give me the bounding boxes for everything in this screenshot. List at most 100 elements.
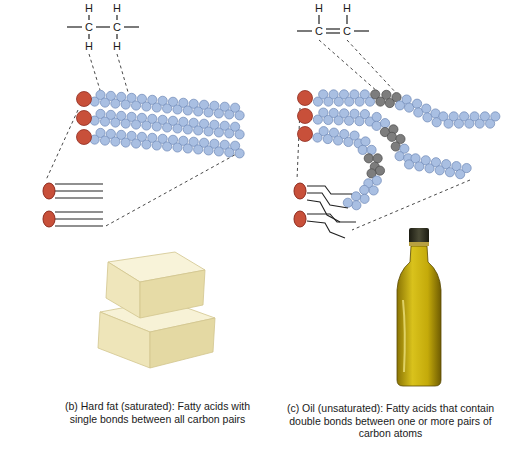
tail-line (55, 225, 103, 226)
head-atom (77, 130, 92, 145)
bond (124, 26, 139, 27)
butter-face (150, 318, 215, 368)
carbon-atom (351, 192, 360, 201)
leader-line (117, 54, 128, 92)
oil-bottle (397, 228, 441, 386)
carbon-atom (462, 163, 471, 172)
bond (346, 15, 347, 24)
bond (297, 30, 312, 31)
double-bond-atom (373, 154, 382, 163)
head-icon (294, 211, 306, 227)
tail-line (307, 221, 345, 238)
head-atom (77, 92, 92, 107)
double-bond-atom (375, 166, 384, 175)
carbon-atom (369, 186, 378, 195)
bond (354, 30, 369, 31)
head-atom (298, 91, 313, 106)
atom-symbol: H (113, 40, 121, 52)
tail-line (55, 183, 103, 184)
double-bond-atom (391, 142, 400, 151)
head-atom (77, 111, 92, 126)
carbon-atom (395, 152, 404, 161)
head-icon (43, 211, 55, 227)
leader-lines (46, 40, 470, 230)
atom-symbol: H (113, 2, 121, 14)
atom-symbol: C (315, 25, 323, 37)
double-bond (326, 28, 340, 29)
carbon-atom (360, 194, 369, 203)
tail-line (55, 218, 103, 219)
butter-face (98, 312, 150, 368)
head-atom (298, 127, 313, 142)
space-filling-models (77, 90, 500, 210)
carbon-atom (412, 99, 421, 108)
tail-line (55, 197, 103, 198)
butter (98, 252, 215, 368)
carbon-atom (372, 121, 381, 130)
double-bond-atom (364, 154, 373, 163)
head-atom (298, 109, 313, 124)
leader-line (319, 40, 378, 92)
carbon-atom (372, 176, 381, 185)
atom-symbol: H (85, 40, 93, 52)
carbon-atom (343, 198, 352, 207)
bond (88, 34, 89, 39)
double-bond (326, 32, 340, 33)
fatty-acid-chain (77, 128, 245, 158)
carbon-atom (422, 104, 431, 113)
fatty-acid-chain (298, 90, 500, 128)
bond (318, 15, 319, 24)
bond (116, 34, 117, 39)
double-bond-atom (387, 132, 396, 141)
double-bond-atom (382, 90, 391, 99)
double-bond-atom (392, 93, 401, 102)
carbon-atom (380, 119, 389, 128)
carbon-atom (367, 145, 376, 154)
carbon-atom (360, 185, 369, 194)
bottle-cap (409, 228, 429, 246)
tail-line (55, 190, 103, 191)
fatty-acid-chain (298, 127, 385, 210)
leader-line (104, 152, 240, 227)
atom-symbol: C (113, 21, 121, 33)
carbon-atom (358, 145, 367, 154)
atom-symbol: H (343, 2, 351, 14)
tail-line (307, 214, 356, 222)
head-icon (294, 183, 306, 199)
carbon-atom (372, 112, 381, 121)
fat-icon (43, 183, 103, 227)
caption-text: (c) Oil (unsaturated): Fatty acids that … (283, 402, 498, 440)
carbon-atom (235, 111, 244, 120)
leader-line (46, 110, 78, 180)
cap-band (409, 242, 429, 246)
atom-symbol: C (343, 25, 351, 37)
leader-line (352, 180, 470, 230)
atom-symbol: H (315, 2, 323, 14)
tail-line (55, 211, 103, 212)
head-icon (43, 183, 55, 199)
carbon-atom (352, 201, 361, 210)
structural-bonds (67, 15, 369, 39)
leader-line (89, 54, 100, 90)
atom-symbol: H (85, 2, 93, 14)
leader-line (347, 40, 398, 95)
bottle-body (397, 246, 441, 386)
carbon-atom (491, 112, 500, 121)
bond (96, 26, 110, 27)
bond (67, 26, 82, 27)
bottle-shine (403, 300, 405, 372)
bond (88, 15, 89, 20)
bond (116, 15, 117, 20)
tail-line (307, 200, 340, 222)
atom-symbol: C (85, 21, 93, 33)
caption-text: (b) Hard fat (saturated): Fatty acids wi… (55, 400, 260, 425)
butter-face (140, 270, 205, 318)
carbon-atom (235, 149, 244, 158)
carbon-atom (235, 130, 244, 139)
oil-icon (294, 183, 356, 238)
fatty-acid-chain (298, 108, 472, 179)
carbon-atom (361, 137, 370, 146)
butter-face (106, 262, 140, 318)
